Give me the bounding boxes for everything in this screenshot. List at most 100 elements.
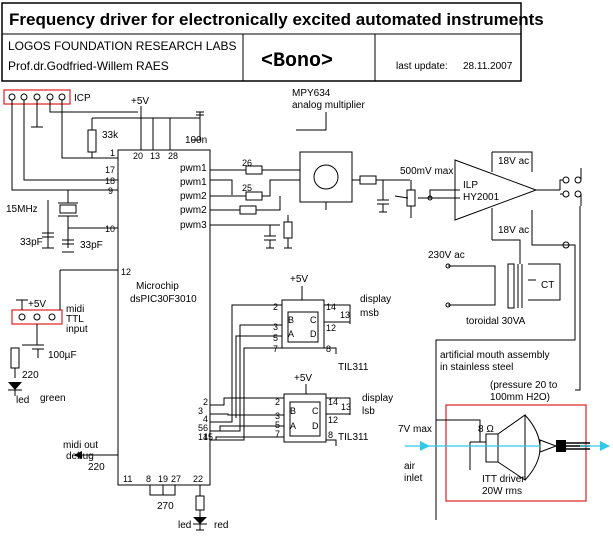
pin-11: 11 [123, 474, 132, 484]
ohm-label: 8 Ω [478, 424, 494, 435]
disp1-label-2: msb [360, 308, 379, 319]
ac-top-label: 18V ac [498, 156, 529, 167]
title-block: Frequency driver for electronically exci… [1, 2, 544, 82]
display-lsb: +5V B A C D 2 3 5 7 14 13 12 8 display l… [210, 373, 393, 446]
led-red-label-1: led [178, 520, 191, 531]
disp1-pin7: 7 [273, 344, 278, 354]
c33b-label: 33pF [80, 240, 103, 251]
multiplier: MPY634 analog multiplier [292, 88, 410, 213]
c33a-label: 33pF [20, 237, 43, 248]
pin-15: 15 [203, 432, 213, 442]
amp-label-1: ILP [463, 180, 478, 191]
disp2-pin8: 8 [328, 430, 333, 440]
author-name: Prof.dr.Godfried-Willem RAES [8, 59, 169, 73]
midi-out-label-1: midi out [63, 440, 98, 451]
pwm-filters: 26 25 [210, 158, 300, 249]
pin-22: 22 [193, 474, 203, 484]
disp1-pin14: 14 [326, 302, 336, 312]
v7-label: 7V max [398, 424, 432, 435]
disp1-C: C [310, 315, 317, 325]
vcc-top-label: +5V [131, 96, 149, 107]
c100u-label: 100µF [48, 350, 77, 361]
crystal-label: 15MHz [6, 204, 38, 215]
icp-label: ICP [74, 93, 91, 104]
disp2-label-1: display [362, 393, 393, 404]
disp1-pin3: 3 [273, 322, 278, 332]
c100n-label: 100n [185, 135, 207, 146]
pin-6: 6 [203, 423, 208, 433]
mains-label: 230V ac [428, 250, 465, 261]
midi-input: +5V midi TTL input 100µF 220 led green [8, 269, 118, 406]
led-red-label-2: red [214, 520, 228, 531]
disp1-pin13: 13 [340, 310, 350, 320]
r220b-label: 220 [88, 462, 105, 473]
r33k-label: 33k [102, 130, 119, 141]
disp1-pin5: 5 [273, 333, 278, 343]
pot-label: 500mV max [400, 166, 453, 177]
disp2-label-2: lsb [362, 406, 375, 417]
disp1-B: B [288, 315, 294, 325]
amplifier: 500mV max ILP HY2001 18V ac 18V ac [394, 151, 582, 246]
pwm2b-label: pwm2 [180, 205, 207, 216]
air-label-2: inlet [404, 473, 423, 484]
pin-19: 19 [158, 474, 168, 484]
pwm1b-label: pwm1 [180, 177, 207, 188]
disp2-pin14: 14 [328, 397, 338, 407]
mcu-brand: Microchip [136, 281, 179, 292]
update-label: last update: [396, 61, 448, 72]
pin-4: 4 [203, 414, 208, 424]
itt-label-1: ITT driver [482, 474, 525, 485]
pin-28: 28 [168, 151, 178, 161]
r270-label: 270 [157, 501, 174, 512]
pin-1: 1 [110, 148, 115, 158]
midi-label-3: input [66, 324, 88, 335]
pwm3-label: pwm3 [180, 220, 207, 231]
ct-label: CT [541, 280, 554, 291]
disp1-A: A [288, 329, 294, 339]
pressure-label-1: (pressure 20 to [490, 380, 558, 391]
disp1-pin8: 8 [326, 344, 331, 354]
mcu: 20 13 28 1 17 18 9 10 12 pwm1 pwm1 pwm2 … [105, 148, 213, 486]
r220a-label: 220 [22, 370, 39, 381]
disp1-pin12: 12 [326, 323, 336, 333]
disp1-pin2: 2 [273, 302, 278, 312]
transformer: 230V ac CT toroidal 30VA [428, 239, 576, 520]
amp-label-2: HY2001 [463, 192, 500, 203]
mpy-label-1: MPY634 [292, 88, 331, 99]
vcc-rail: +5V 33k 100n [87, 96, 207, 158]
midi-out: midi out debug 220 [63, 440, 118, 473]
disp1-label-1: display [360, 294, 391, 305]
pin-3: 3 [198, 406, 203, 416]
pin-26: 26 [242, 158, 252, 168]
mcu-part: dsPIC30F3010 [130, 294, 197, 305]
pin-20: 20 [133, 151, 143, 161]
bottom-section: 270 led red [149, 485, 228, 531]
pin-12: 12 [121, 267, 131, 277]
pin-14: 14 [198, 432, 208, 442]
disp2-D: D [312, 421, 319, 431]
disp2-pin13: 13 [341, 402, 351, 412]
pressure-label-2: 100mm H2O) [490, 392, 550, 403]
pin-2: 2 [203, 397, 208, 407]
toroid-label: toroidal 30VA [466, 316, 526, 327]
mpy-label-2: analog multiplier [292, 100, 365, 111]
disp2-vcc: +5V [294, 373, 312, 384]
project-name: <Bono> [261, 50, 333, 73]
pwm1a-label: pwm1 [180, 163, 207, 174]
artificial-mouth: artificial mouth assembly in stainless s… [398, 206, 610, 502]
led-green-label-1: led [16, 395, 29, 406]
disp2-pin12: 12 [328, 415, 338, 425]
mouth-label-1: artificial mouth assembly [440, 350, 549, 361]
midi-label-1: midi [66, 304, 84, 315]
itt-label-2: 20W rms [482, 486, 522, 497]
disp1-chip: TIL311 [338, 362, 369, 373]
pin-8: 8 [146, 474, 151, 484]
disp2-chip: TIL311 [338, 432, 369, 443]
midi-vcc-label: +5V [28, 299, 46, 310]
midi-label-2: TTL [66, 314, 84, 325]
update-date: 28.11.2007 [463, 61, 513, 72]
pin-9: 9 [108, 186, 113, 196]
disp2-pin3: 3 [275, 411, 280, 421]
disp2-pin5: 5 [275, 420, 280, 430]
